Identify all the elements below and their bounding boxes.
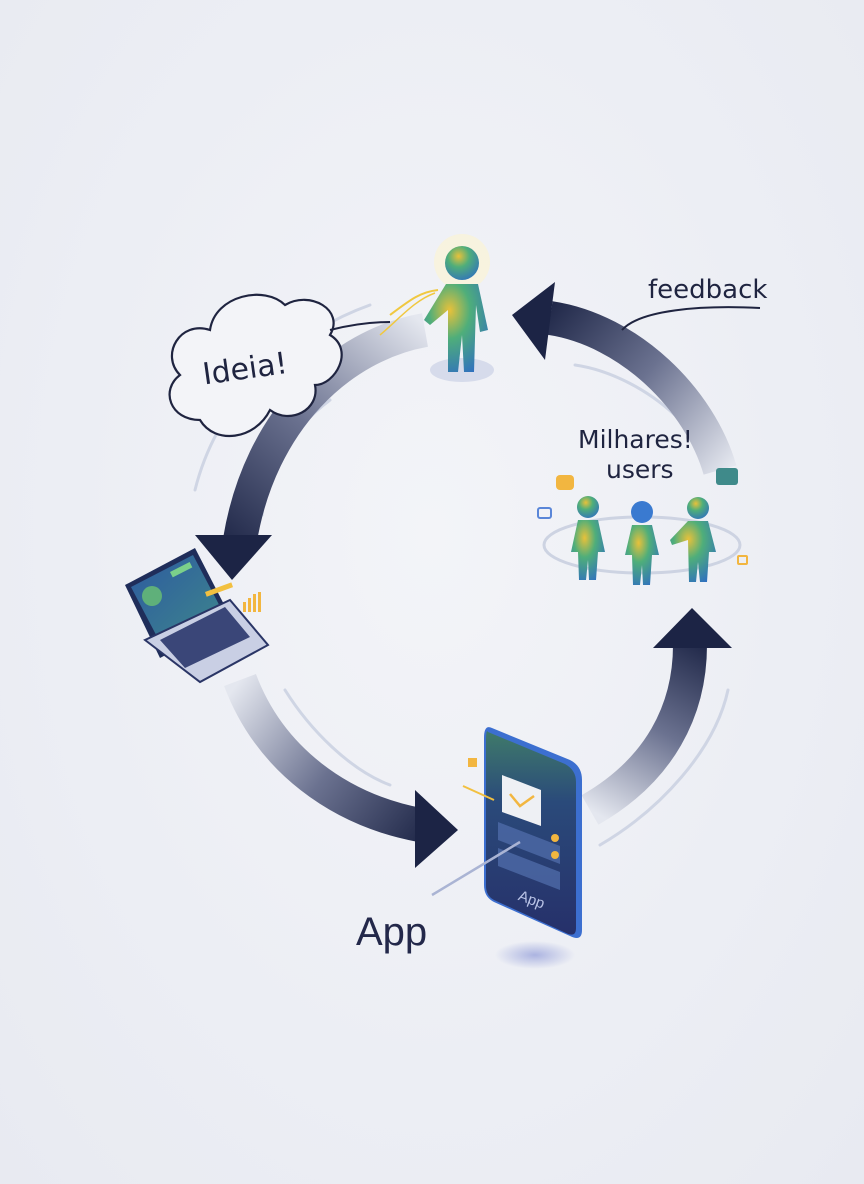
app-label: App <box>356 910 427 954</box>
app-pointer-line <box>431 840 521 897</box>
arrow-laptop-to-app <box>224 673 458 868</box>
users-label-line1: Milhares! <box>578 425 693 454</box>
idea-cloud: Ideia! <box>168 293 391 438</box>
feedback-annotation: feedback <box>621 275 767 331</box>
message-icon <box>716 468 738 485</box>
arrow-feedback-to-idea <box>512 282 737 476</box>
arrow-app-to-users <box>581 608 732 825</box>
laptop-illustration <box>125 548 270 684</box>
idea-person-figure <box>379 234 494 382</box>
feedback-label: feedback <box>648 275 767 305</box>
users-group: Milhares! users <box>537 425 748 585</box>
phone-app-illustration: App <box>462 727 582 969</box>
users-label-line2: users <box>606 455 674 484</box>
chat-bubble-icon <box>556 475 574 490</box>
